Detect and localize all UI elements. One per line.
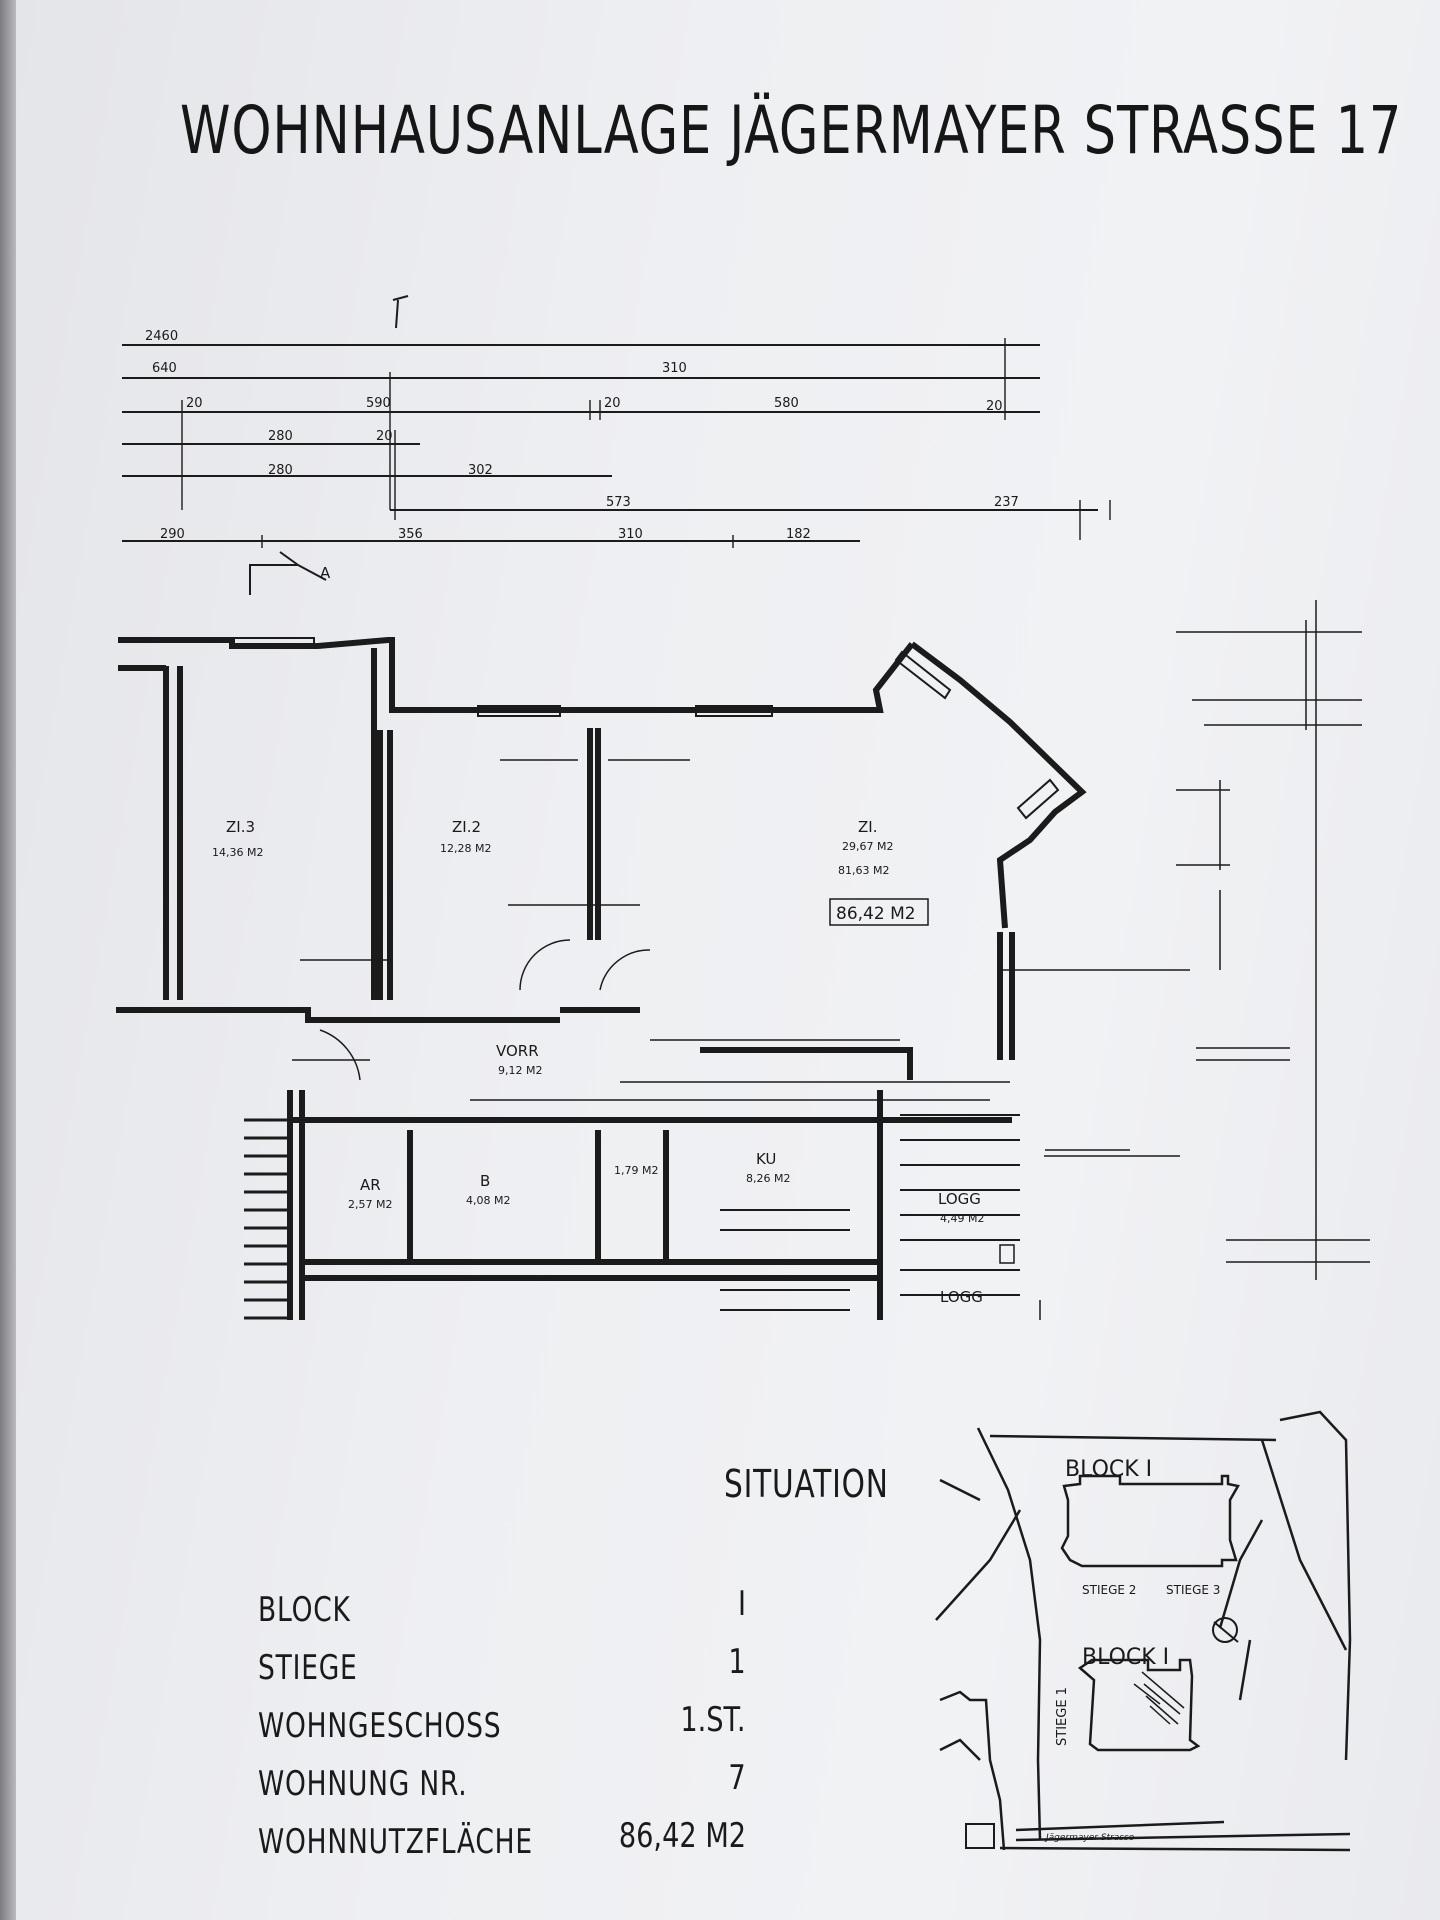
svg-text:ZI.3: ZI.3 — [226, 818, 255, 836]
info-value-wohngeschoss: 1.ST. — [680, 1700, 746, 1740]
paper-edge-shadow — [0, 0, 16, 1920]
room-ar: AR 2,57 M2 — [348, 1176, 392, 1211]
svg-text:KU: KU — [756, 1150, 776, 1168]
svg-text:640: 640 — [152, 361, 177, 376]
room-loggia-1: LOGG 4,49 M2 — [938, 1190, 984, 1225]
svg-text:14,36 M2: 14,36 M2 — [212, 846, 263, 859]
section-marker-a: A — [320, 564, 331, 582]
svg-text:580: 580 — [774, 396, 799, 411]
svg-text:182: 182 — [786, 527, 811, 542]
svg-text:356: 356 — [398, 527, 423, 542]
svg-text:AR: AR — [360, 1176, 381, 1194]
svg-text:20: 20 — [186, 396, 203, 411]
svg-text:4,49 M2: 4,49 M2 — [940, 1212, 984, 1225]
svg-text:B: B — [480, 1172, 490, 1190]
situation-stiege-1: STIEGE 1 — [1055, 1687, 1070, 1746]
room-b: B 4,08 M2 — [466, 1172, 510, 1207]
svg-text:280: 280 — [268, 463, 293, 478]
situation-title: SITUATION — [724, 1462, 889, 1506]
svg-text:310: 310 — [662, 361, 687, 376]
svg-text:29,67 M2: 29,67 M2 — [842, 840, 893, 853]
info-value-block: I — [737, 1584, 746, 1624]
room-ku: KU 8,26 M2 — [746, 1150, 790, 1185]
svg-text:12,28 M2: 12,28 M2 — [440, 842, 491, 855]
situation-street-label: Jägermayer Strasse — [1044, 1833, 1135, 1843]
info-label-block: BLOCK — [258, 1590, 351, 1630]
svg-text:LOGG: LOGG — [940, 1288, 983, 1306]
info-label-stiege: STIEGE — [258, 1648, 358, 1688]
info-label-wohnung-nr: WOHNUNG NR. — [258, 1764, 468, 1804]
total-area-box: 86,42 M2 — [829, 898, 929, 926]
document-title: WOHNHAUSANLAGE JÄGERMAYER STRASSE 17 — [180, 92, 1403, 169]
room-zi2: ZI.2 12,28 M2 — [440, 818, 491, 855]
room-zi1: ZI. 29,67 M2 81,63 M2 — [838, 818, 893, 877]
svg-text:302: 302 — [468, 463, 493, 478]
svg-text:310: 310 — [618, 527, 643, 542]
info-label-wohnnutzflaeche: WOHNNUTZFLÄCHE — [258, 1822, 533, 1862]
svg-text:20: 20 — [986, 399, 1003, 414]
svg-text:86,42 M2: 86,42 M2 — [836, 904, 916, 924]
room-wc: 1,79 M2 — [614, 1164, 658, 1177]
svg-text:20: 20 — [376, 429, 393, 444]
svg-text:ZI.: ZI. — [858, 818, 877, 836]
room-zi3: ZI.3 14,36 M2 — [212, 818, 263, 859]
svg-text:280: 280 — [268, 429, 293, 444]
svg-text:2460: 2460 — [145, 329, 178, 344]
situation-block-bottom: BLOCK I — [1082, 1645, 1169, 1670]
info-label-wohngeschoss: WOHNGESCHOSS — [258, 1706, 502, 1746]
situation-stiege-3: STIEGE 3 — [1166, 1583, 1220, 1597]
paper-sheet — [12, 0, 1440, 1920]
svg-text:ZI.2: ZI.2 — [452, 818, 481, 836]
plan-dimensions: 2460 640 310 20 590 20 580 20 280 20 280… — [145, 329, 1019, 542]
svg-text:1,79 M2: 1,79 M2 — [614, 1164, 658, 1177]
svg-text:8,26 M2: 8,26 M2 — [746, 1172, 790, 1185]
info-value-stiege: 1 — [728, 1642, 746, 1682]
situation-stiege-2: STIEGE 2 — [1082, 1583, 1136, 1597]
svg-text:4,08 M2: 4,08 M2 — [466, 1194, 510, 1207]
info-value-wohnnutzflaeche: 86,42 M2 — [618, 1816, 746, 1856]
svg-text:573: 573 — [606, 495, 631, 510]
svg-text:9,12 M2: 9,12 M2 — [498, 1064, 542, 1077]
situation-block-top: BLOCK I — [1065, 1457, 1152, 1482]
room-vorr: VORR 9,12 M2 — [496, 1042, 542, 1077]
svg-text:237: 237 — [994, 495, 1019, 510]
svg-text:VORR: VORR — [496, 1042, 539, 1060]
svg-text:81,63 M2: 81,63 M2 — [838, 864, 889, 877]
situation-site-plan: BLOCK I STIEGE 2 STIEGE 3 BLOCK I STIEGE… — [935, 1410, 1352, 1852]
svg-text:20: 20 — [604, 396, 621, 411]
svg-text:590: 590 — [366, 396, 391, 411]
room-loggia-2: LOGG — [940, 1288, 983, 1306]
info-value-wohnung-nr: 7 — [728, 1758, 746, 1798]
svg-text:2,57 M2: 2,57 M2 — [348, 1198, 392, 1211]
svg-text:LOGG: LOGG — [938, 1190, 981, 1208]
svg-text:290: 290 — [160, 527, 185, 542]
